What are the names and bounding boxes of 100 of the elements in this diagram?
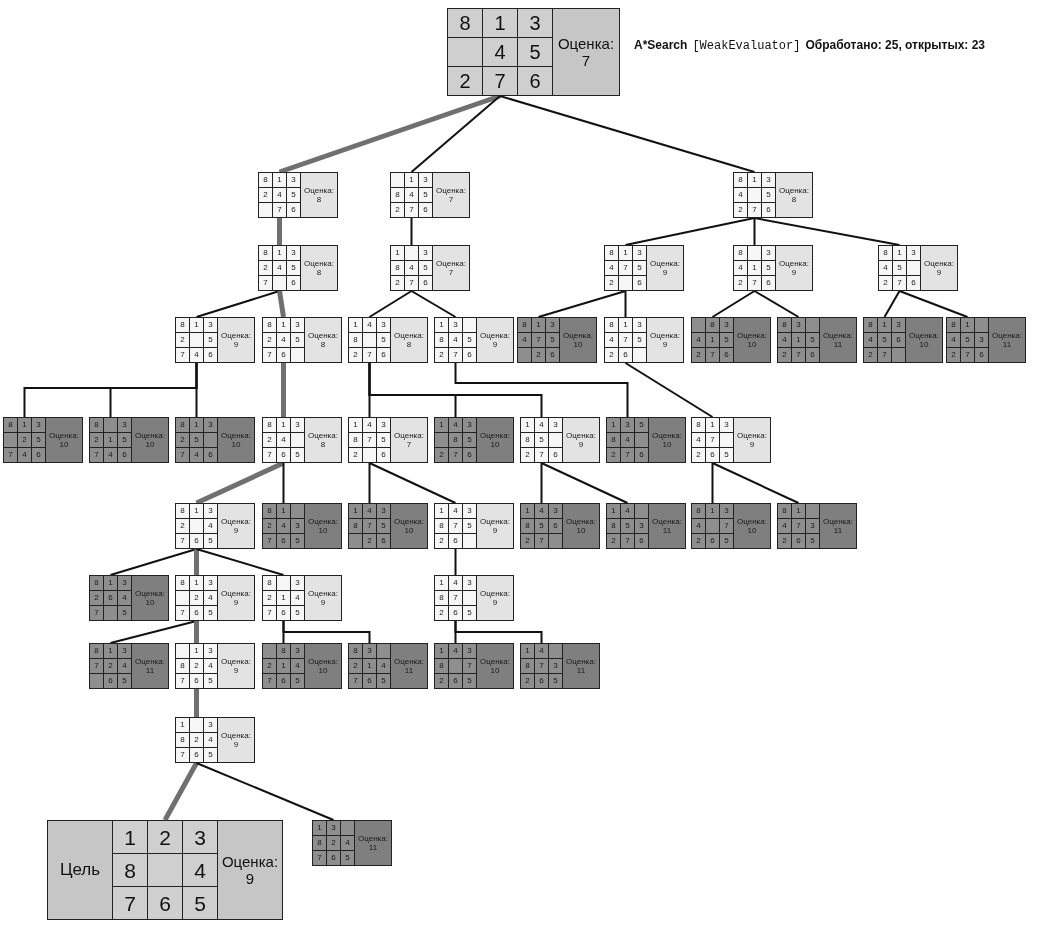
puzzle-tile: 4 — [204, 659, 217, 673]
puzzle-state-card — [258, 172, 338, 218]
tree-connector — [540, 462, 629, 504]
puzzle-tile: 7 — [176, 348, 189, 362]
puzzle-tile: 7 — [619, 261, 632, 275]
puzzle-tile: 4 — [734, 188, 747, 202]
tree-connector — [410, 217, 413, 246]
puzzle-tile: 2 — [521, 674, 534, 688]
tree-connector — [195, 362, 198, 418]
puzzle-tile: 1 — [521, 504, 534, 518]
puzzle-tile: 6 — [463, 348, 476, 362]
puzzle-tile: 7 — [792, 348, 805, 362]
puzzle-tile: 1 — [273, 173, 286, 187]
puzzle-tile: 3 — [419, 246, 432, 260]
tree-connector — [368, 462, 371, 504]
puzzle-tile: 2 — [778, 348, 791, 362]
score-label: Оценка: 10 — [305, 644, 341, 688]
puzzle-tile: 6 — [190, 748, 203, 762]
puzzle-state-card — [89, 417, 169, 463]
puzzle-tile: 4 — [864, 333, 877, 347]
puzzle-tile: 5 — [118, 606, 131, 620]
puzzle-tile: 6 — [104, 591, 117, 605]
puzzle-tile: 8 — [263, 576, 276, 590]
puzzle-tile: 5 — [183, 887, 217, 919]
puzzle-tile: 1 — [748, 173, 761, 187]
puzzle-tile: 7 — [535, 534, 548, 548]
puzzle-tile: 3 — [291, 418, 304, 432]
puzzle-tile: 8 — [259, 246, 272, 260]
puzzle-state-card — [175, 643, 255, 689]
puzzle-tile: 7 — [263, 534, 276, 548]
tree-connector — [540, 462, 543, 504]
puzzle-tile: 1 — [792, 333, 805, 347]
puzzle-tile: 6 — [204, 348, 217, 362]
puzzle-tile: 4 — [621, 433, 634, 447]
tree-connector — [281, 363, 286, 417]
puzzle-state-card — [733, 245, 813, 291]
puzzle-tile: 4 — [692, 333, 705, 347]
score-label: Оценка: 11 — [820, 504, 856, 548]
puzzle-tile: 5 — [546, 333, 559, 347]
puzzle-state-card — [390, 245, 470, 291]
score-label: Оценка: 7 — [433, 246, 469, 290]
puzzle-tile: 5 — [204, 748, 217, 762]
puzzle-tile: 7 — [263, 606, 276, 620]
puzzle-tile: 6 — [892, 333, 905, 347]
puzzle-tile: 8 — [176, 504, 189, 518]
puzzle-tile: 5 — [635, 418, 648, 432]
puzzle-tile: 7 — [263, 674, 276, 688]
puzzle-tile: 4 — [291, 659, 304, 673]
tree-connector — [711, 290, 756, 318]
puzzle-tile: 2 — [879, 276, 892, 290]
puzzle-tile: 8 — [90, 418, 103, 432]
puzzle-tile: 3 — [720, 318, 733, 332]
puzzle-tile: 4 — [518, 333, 531, 347]
puzzle-tile: 2 — [692, 348, 705, 362]
puzzle-tile: 1 — [532, 318, 545, 332]
tree-connector — [753, 217, 901, 246]
puzzle-tile: 2 — [190, 733, 203, 747]
puzzle-tile: 3 — [287, 246, 300, 260]
score-label: Оценка: 7 — [433, 173, 469, 217]
puzzle-tile: 3 — [118, 644, 131, 658]
puzzle-tile: 2 — [532, 348, 545, 362]
score-label: Оценка: 9 — [477, 318, 513, 362]
puzzle-tile: 6 — [277, 606, 290, 620]
score-label: Оценка: 9 — [218, 318, 254, 362]
puzzle-tile: 7 — [90, 659, 103, 673]
puzzle-tile: 2 — [521, 448, 534, 462]
puzzle-tile: 6 — [287, 203, 300, 217]
puzzle-tile: 3 — [183, 821, 217, 853]
puzzle-tile: 7 — [532, 333, 545, 347]
puzzle-state-card — [175, 717, 255, 763]
puzzle-tile: 1 — [190, 318, 203, 332]
tree-connector — [883, 290, 901, 318]
score-label: Оценка: 8 — [301, 173, 337, 217]
puzzle-tile: 4 — [483, 38, 517, 66]
puzzle-tile: 5 — [291, 534, 304, 548]
puzzle-tile: 8 — [947, 318, 960, 332]
puzzle-state-card — [434, 643, 514, 689]
puzzle-tile: 1 — [435, 318, 448, 332]
puzzle-tile: 2 — [692, 534, 705, 548]
puzzle-tile: 5 — [118, 433, 131, 447]
puzzle-tile: 5 — [535, 433, 548, 447]
puzzle-tile: 6 — [762, 203, 775, 217]
puzzle-tile: 8 — [521, 659, 534, 673]
puzzle-tile: 6 — [549, 448, 562, 462]
puzzle-tile: 1 — [792, 504, 805, 518]
puzzle-tile: 8 — [706, 318, 719, 332]
puzzle-tile: 6 — [148, 887, 182, 919]
puzzle-tile: 2 — [435, 348, 448, 362]
score-label: Оценка: 8 — [305, 318, 341, 362]
tree-connector — [277, 290, 286, 318]
puzzle-state-card — [447, 8, 620, 96]
puzzle-tile: 7 — [619, 333, 632, 347]
tree-connector — [410, 95, 501, 173]
score-label: Оценка: 10 — [560, 318, 596, 362]
puzzle-state-card — [262, 317, 342, 363]
puzzle-tile: 3 — [377, 504, 390, 518]
puzzle-tile: 7 — [176, 448, 189, 462]
puzzle-tile: 8 — [349, 333, 362, 347]
puzzle-tile: 8 — [277, 644, 290, 658]
score-label: Оценка: 11 — [820, 318, 856, 362]
